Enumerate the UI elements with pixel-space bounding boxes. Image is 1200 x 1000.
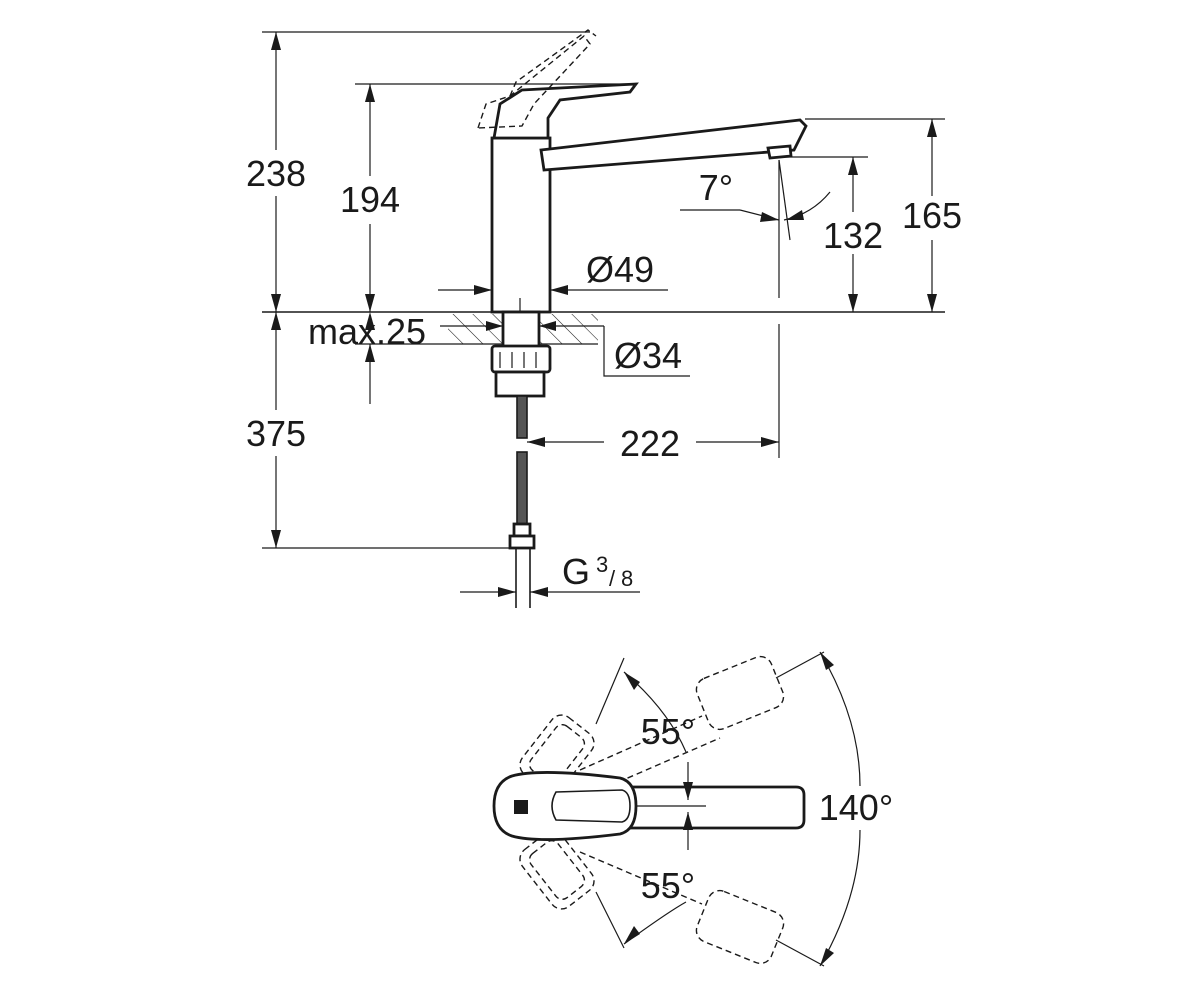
dim-label-375: 375: [246, 413, 306, 454]
dim-label-238: 238: [246, 153, 306, 194]
lever-raised-outline: [477, 29, 597, 129]
dim-label-132: 132: [823, 215, 883, 256]
dim-connection: G 3 / 8: [460, 551, 640, 597]
dim-total-height: 238: [246, 31, 590, 312]
top-view: 55° 55° 140°: [492, 651, 893, 967]
dim-lever-height: 194: [340, 83, 630, 312]
dim-label-d34: Ø34: [614, 335, 682, 376]
spout: [539, 118, 808, 172]
top-spout: [598, 785, 806, 830]
supply-hose: [508, 395, 536, 608]
dim-label-max25: max.25: [308, 311, 426, 352]
dim-label-g: G: [562, 551, 590, 592]
dim-body-diameter: Ø49: [438, 249, 668, 295]
lever: [492, 82, 639, 140]
dim-label-g-num: 3: [596, 552, 608, 577]
dim-label-165: 165: [902, 195, 962, 236]
dim-label-7deg: 7°: [699, 167, 733, 208]
dim-swivel-up: 55°: [623, 671, 695, 800]
dim-hose-length: 375: [246, 312, 514, 549]
dim-label-55-up: 55°: [641, 711, 695, 752]
dim-swivel-down: 55°: [623, 812, 695, 945]
dim-hole-diameter: Ø34: [539, 321, 690, 377]
dim-label-194: 194: [340, 179, 400, 220]
lever-swivel-down-outline: [519, 830, 595, 910]
dim-label-55-down: 55°: [641, 865, 695, 906]
dim-label-140: 140°: [819, 787, 893, 828]
dim-label-d49: Ø49: [586, 249, 654, 290]
dim-spout-angle: 7°: [680, 159, 831, 298]
top-lever: [492, 771, 638, 841]
dim-outlet-height: 132: [780, 156, 883, 312]
dim-swivel-total: 140°: [819, 651, 893, 967]
mounting-nut: [490, 344, 552, 398]
dim-label-222: 222: [620, 423, 680, 464]
dim-label-g-slash: /: [609, 566, 616, 591]
aerator: [766, 144, 793, 160]
side-view: 238 194 165 132: [246, 29, 962, 608]
top-indicator: [514, 800, 528, 814]
dim-spout-height: 165: [805, 118, 962, 312]
spout-swivel-down-outline: [579, 851, 785, 965]
dim-label-g-den: 8: [621, 566, 633, 591]
dim-reach: 222: [527, 324, 780, 464]
dim-deck-thickness: max.25: [308, 311, 503, 404]
